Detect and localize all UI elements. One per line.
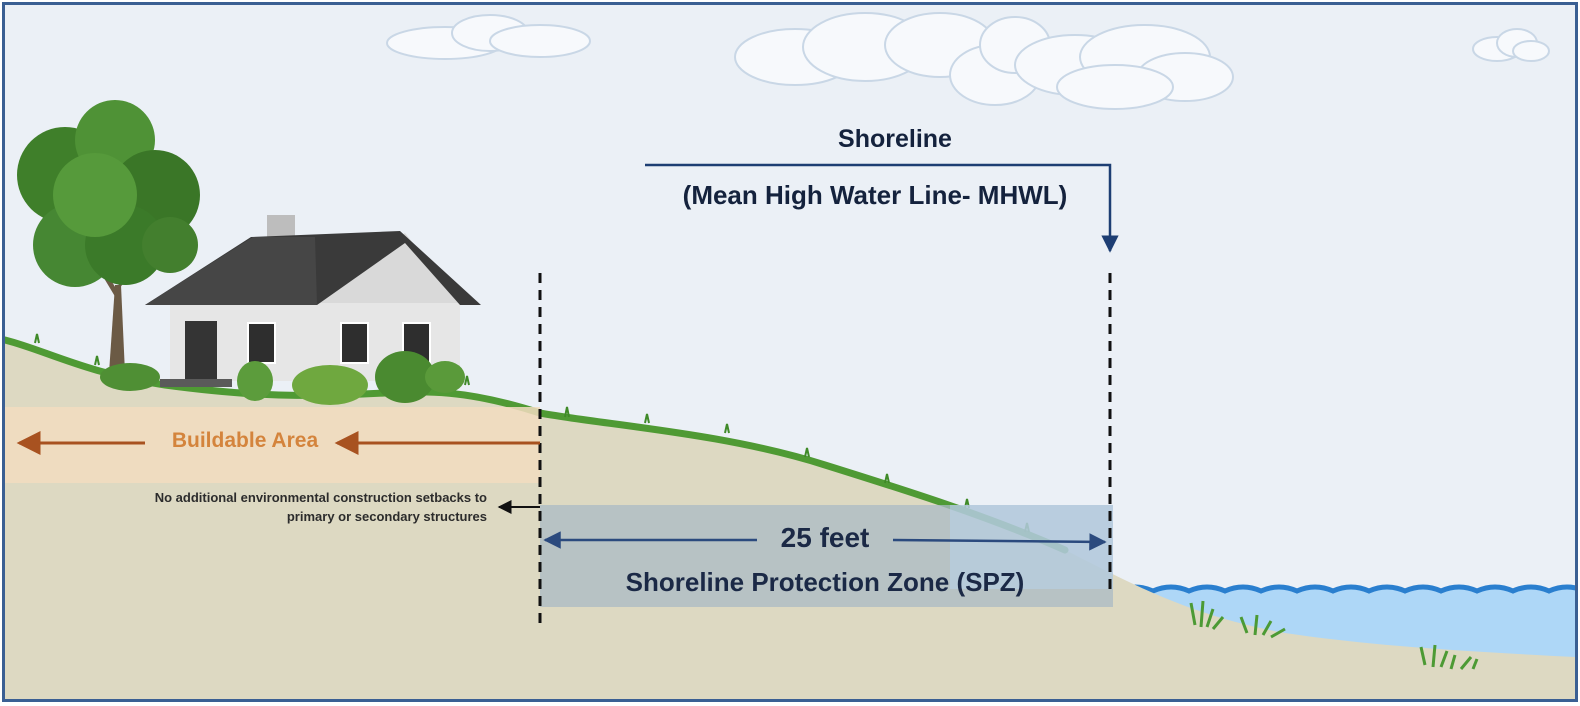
house-window bbox=[340, 322, 369, 364]
cloud-small-left bbox=[386, 14, 591, 60]
buildable-area-label: Buildable Area bbox=[171, 429, 319, 452]
house-window bbox=[247, 322, 276, 364]
spz-label: Shoreline Protection Zone (SPZ) bbox=[625, 567, 1025, 597]
house-roof-front bbox=[145, 237, 317, 305]
clouds bbox=[386, 12, 1550, 110]
water-plants bbox=[1189, 600, 1479, 670]
house-step bbox=[160, 379, 232, 387]
spz-water-overlay bbox=[950, 505, 1113, 589]
cloud-large-center bbox=[734, 12, 1234, 110]
shoreline-title: Shoreline bbox=[838, 125, 952, 153]
spz-dimension-arrow-right bbox=[892, 533, 1107, 551]
shoreline-diagram bbox=[5, 12, 1575, 699]
wave-line bbox=[1115, 584, 1575, 594]
shrubs bbox=[100, 351, 465, 405]
setback-note: No additional environmental construction… bbox=[154, 490, 487, 524]
house-door bbox=[185, 321, 217, 379]
shoreline-pointer-arrow bbox=[645, 163, 1119, 253]
spz-distance-label: 25 feet bbox=[780, 522, 870, 553]
cloud-small-right bbox=[1472, 28, 1550, 62]
buildable-area-band bbox=[5, 407, 540, 483]
shoreline-subtitle: (Mean High Water Line- MHWL) bbox=[682, 180, 1068, 210]
tree bbox=[17, 100, 200, 373]
